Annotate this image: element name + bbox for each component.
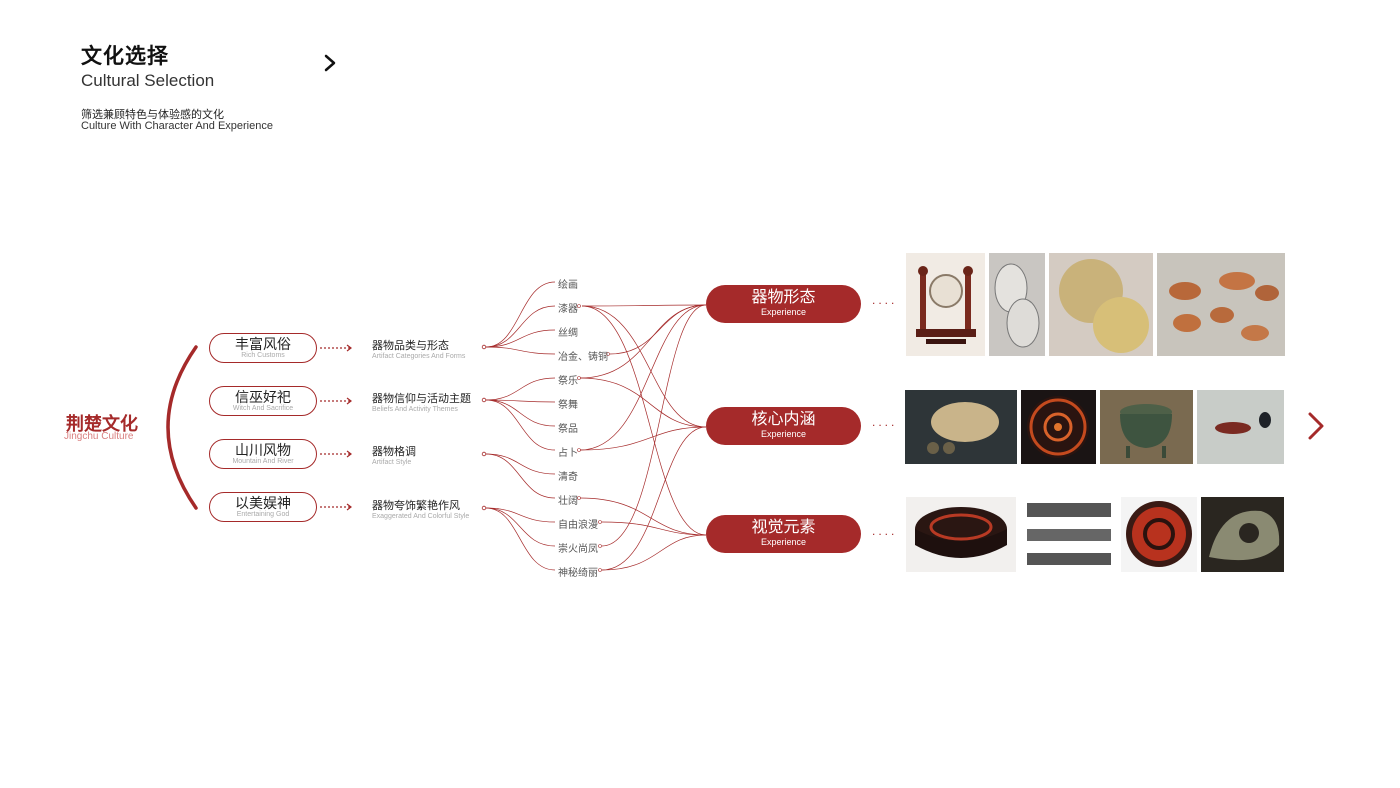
theme-label-en: Rich Customs (210, 352, 316, 360)
theme-label: 丰富风俗 (210, 337, 316, 352)
artifact-image-lacquer-plate (1021, 390, 1096, 464)
leaf-label: 绘画 (558, 276, 578, 291)
leaf-label: 冶金、铸铜 (558, 348, 608, 363)
artifact-image-lacquer-cup (1197, 390, 1284, 464)
artifact-image-jade (1201, 497, 1284, 572)
category-pill[interactable]: 视觉元素 Experience (706, 515, 861, 553)
aspect-en: Artifact Style (372, 459, 416, 467)
theme-pill[interactable]: 以美娱神 Entertaining God (209, 492, 317, 522)
aspect-zh: 器物格调 (372, 446, 416, 459)
dots-connector: .... (872, 415, 897, 429)
theme-pill[interactable]: 山川风物 Mountain And River (209, 439, 317, 469)
leaf-label: 自由浪漫 (558, 516, 598, 531)
theme-label-en: Mountain And River (210, 458, 316, 466)
aspect-label: 器物格调 Artifact Style (372, 446, 416, 467)
aspect-en: Artifact Categories And Forms (372, 353, 465, 361)
category-pill[interactable]: 核心内涵 Experience (706, 407, 861, 445)
artifact-image-bronze-ding (1100, 390, 1193, 464)
leaf-label: 神秘绮丽 (558, 564, 598, 579)
theme-label: 山川风物 (210, 443, 316, 458)
theme-pill[interactable]: 丰富风俗 Rich Customs (209, 333, 317, 363)
chevron-right-icon[interactable] (1306, 412, 1326, 440)
leaf-label: 漆器 (558, 300, 578, 315)
dots-connector: .... (872, 524, 897, 538)
aspect-label: 器物夸饰繁艳作风 Exaggerated And Colorful Style (372, 500, 469, 521)
leaf-label: 祭舞 (558, 396, 578, 411)
artifact-image-pattern-strips (1021, 497, 1117, 572)
leaf-label: 祭乐 (558, 372, 578, 387)
artifact-image-shell (989, 253, 1045, 356)
category-label-en: Experience (706, 429, 861, 440)
theme-label-en: Witch And Sacrifice (210, 405, 316, 413)
category-pill[interactable]: 器物形态 Experience (706, 285, 861, 323)
category-label: 器物形态 (706, 289, 861, 307)
artifact-image-red-plate (1121, 497, 1197, 572)
leaf-label: 丝绸 (558, 324, 578, 339)
leaf-label: 占卜 (558, 444, 578, 459)
category-label-en: Experience (706, 537, 861, 548)
root-label-en: Jingchu Culture (64, 431, 133, 442)
artifact-image-turtle-shell (905, 390, 1017, 464)
root-bracket (168, 347, 196, 508)
aspect-en: Beliefs And Activity Themes (372, 406, 471, 414)
aspect-zh: 器物信仰与活动主题 (372, 393, 471, 406)
leaf-label: 祭品 (558, 420, 578, 435)
aspect-zh: 器物品类与形态 (372, 340, 465, 353)
theme-pill[interactable]: 信巫好祀 Witch And Sacrifice (209, 386, 317, 416)
leaf-label: 清奇 (558, 468, 578, 483)
leaf-label: 壮阔 (558, 492, 578, 507)
category-label: 视觉元素 (706, 519, 861, 537)
aspect-zh: 器物夸饰繁艳作风 (372, 500, 469, 513)
dots-connector: .... (872, 293, 897, 307)
leaf-label: 崇火尚凤 (558, 540, 598, 555)
artifact-image-clay-animals (1157, 253, 1285, 356)
artifact-image-lacquer-box (906, 497, 1016, 572)
theme-label: 以美娱神 (210, 496, 316, 511)
theme-label: 信巫好祀 (210, 390, 316, 405)
aspect-label: 器物信仰与活动主题 Beliefs And Activity Themes (372, 393, 471, 414)
artifact-image-drum-stand (906, 253, 985, 356)
category-label-en: Experience (706, 307, 861, 318)
aspect-en: Exaggerated And Colorful Style (372, 513, 469, 521)
artifact-image-gold-discs (1049, 253, 1153, 356)
theme-label-en: Entertaining God (210, 511, 316, 519)
aspect-label: 器物品类与形态 Artifact Categories And Forms (372, 340, 465, 361)
category-label: 核心内涵 (706, 411, 861, 429)
